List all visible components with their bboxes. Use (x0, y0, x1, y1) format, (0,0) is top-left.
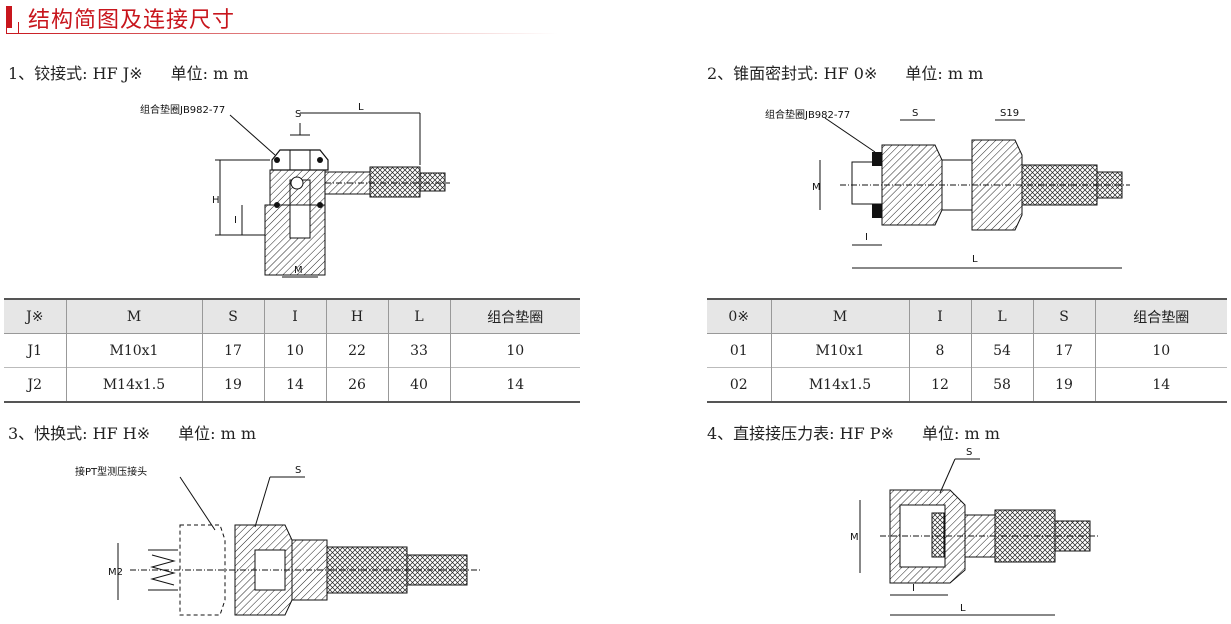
table-cell: 10 (506, 342, 525, 359)
table-cell: 17 (1033, 333, 1096, 368)
section-3-title: 3、快换式: HF H※ (8, 424, 151, 443)
table2-header: L (971, 299, 1034, 334)
table-cell: 40 (388, 367, 451, 402)
drawing2-gasket-label: 组合垫圈JB982-77 (765, 108, 850, 121)
drawing1-s-label: S (295, 109, 301, 120)
table-cell: 14 (1152, 376, 1171, 393)
section-3-label: 3、快换式: HF H※ 单位: m m (8, 420, 256, 444)
table1-header: S (202, 299, 265, 334)
drawing4-l-label: L (960, 603, 966, 614)
spec-table-cone-seal: 0※ M I L S 组合垫圈 01 M10x1 8 54 17 10 02 M… (707, 298, 1227, 403)
drawing3-s-label: S (295, 465, 301, 476)
table-row: 01 M10x1 8 54 17 10 (707, 333, 1227, 368)
table-cell: J1 (4, 333, 67, 368)
table-cell: M10x1 (771, 333, 910, 368)
section-header: 结构简图及连接尺寸 (0, 0, 560, 34)
drawing-hinged-fitting: S L H I M 组合垫圈JB982-77 (130, 95, 470, 290)
drawing4-i-label: I (912, 583, 915, 594)
section-1-label: 1、铰接式: HF J※ 单位: m m (8, 60, 249, 84)
table-cell: 22 (326, 333, 389, 368)
drawing1-gasket-label: 组合垫圈JB982-77 (140, 103, 225, 116)
table1-header-row: J※ M S I H L 组合垫圈 (4, 299, 580, 334)
header-underline (6, 33, 558, 34)
table-cell: M10x1 (66, 333, 203, 368)
table-cell: 19 (202, 367, 265, 402)
table-cell: 14 (506, 376, 525, 393)
table1-header: I (264, 299, 327, 334)
section-3-unit: 单位: m m (178, 424, 257, 443)
drawing2-s19-label: S19 (1000, 108, 1019, 119)
drawing4-s-label: S (966, 447, 972, 458)
table-row: 02 M14x1.5 12 58 19 14 (707, 367, 1227, 402)
table2-header: 0※ (707, 299, 772, 334)
table-cell: 8 (909, 333, 972, 368)
spec-table-hinged: J※ M S I H L 组合垫圈 J1 M10x1 17 10 22 33 1… (4, 298, 580, 403)
drawing2-m-label: M (812, 182, 821, 193)
table-cell: 12 (909, 367, 972, 402)
header-accent-bar (6, 6, 12, 28)
table1-header: J※ (4, 299, 67, 334)
drawing2-l-label: L (972, 254, 978, 265)
section-2-title: 2、锥面密封式: HF 0※ (707, 64, 878, 83)
table-cell: 14 (264, 367, 327, 402)
section-4-unit: 单位: m m (921, 424, 1000, 443)
table-cell: 33 (388, 333, 451, 368)
drawing1-i-label: I (234, 215, 237, 226)
table2-header: M (771, 299, 910, 334)
table-cell: J2 (4, 367, 67, 402)
drawing1-h-label: H (212, 195, 220, 206)
page-title: 结构简图及连接尺寸 (28, 8, 236, 33)
table-cell: M14x1.5 (771, 367, 910, 402)
table-row: J1 M10x1 17 10 22 33 10 (4, 333, 580, 368)
section-4-label: 4、直接接压力表: HF P※ 单位: m m (707, 420, 1000, 444)
drawing4-m-label: M (850, 532, 859, 543)
table1-header: M (66, 299, 203, 334)
drawing-cone-seal-fitting: M I L S S19 组合垫圈JB982-77 (760, 100, 1140, 275)
table2-header-row: 0※ M I L S 组合垫圈 (707, 299, 1227, 334)
section-1-unit: 单位: m m (170, 64, 249, 83)
section-1-title: 1、铰接式: HF J※ (8, 64, 143, 83)
table-cell: 58 (971, 367, 1034, 402)
table-cell: 10 (264, 333, 327, 368)
section-2-unit: 单位: m m (905, 64, 984, 83)
drawing1-m-label: M (294, 265, 303, 276)
table-cell: 02 (707, 367, 772, 402)
table-cell: 10 (1152, 342, 1171, 359)
drawing-quick-change-fitting: M2 接PT型测压接头 S (70, 455, 490, 620)
table1-header: 组合垫圈 (487, 309, 544, 326)
table-row: J2 M14x1.5 19 14 26 40 14 (4, 367, 580, 402)
drawing2-i-label: I (865, 232, 868, 243)
drawing-pressure-gauge-fitting: M I L S (840, 445, 1110, 620)
table-cell: 54 (971, 333, 1034, 368)
table1-header: L (388, 299, 451, 334)
table-cell: 17 (202, 333, 265, 368)
table-cell: 19 (1033, 367, 1096, 402)
drawing1-l-label: L (358, 102, 364, 113)
table-cell: 26 (326, 367, 389, 402)
table-cell: 01 (707, 333, 772, 368)
drawing3-pt-label: 接PT型测压接头 (75, 465, 147, 478)
table2-header: S (1033, 299, 1096, 334)
table1-header: H (326, 299, 389, 334)
section-4-title: 4、直接接压力表: HF P※ (707, 424, 894, 443)
table-cell: M14x1.5 (66, 367, 203, 402)
drawing3-m2-label: M2 (108, 567, 123, 578)
section-2-label: 2、锥面密封式: HF 0※ 单位: m m (707, 60, 983, 84)
table2-header: I (909, 299, 972, 334)
table2-header: 组合垫圈 (1133, 309, 1190, 326)
drawing2-s-label: S (912, 108, 918, 119)
